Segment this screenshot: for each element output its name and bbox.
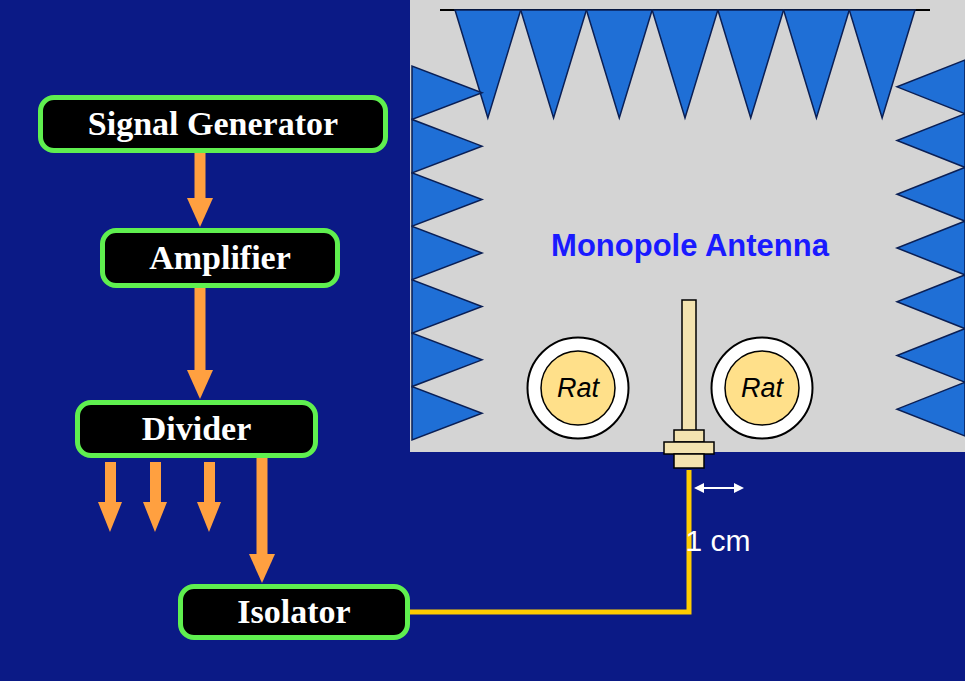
antenna-rod bbox=[682, 300, 696, 440]
rat-label: Rat bbox=[557, 373, 599, 404]
antenna-connector bbox=[674, 454, 704, 468]
box-label: Divider bbox=[142, 410, 252, 448]
rat-holder: Rat bbox=[526, 336, 630, 440]
process-box: Amplifier bbox=[100, 228, 340, 288]
box-label: Amplifier bbox=[149, 239, 291, 277]
divider-outputs bbox=[98, 462, 221, 532]
dimension-arrow bbox=[694, 483, 744, 493]
coax-cable bbox=[410, 470, 689, 612]
signal-arrow bbox=[249, 458, 275, 583]
absorber-cones bbox=[412, 10, 965, 440]
rat-holder: Rat bbox=[710, 336, 814, 440]
process-box: Signal Generator bbox=[38, 95, 388, 153]
box-label: Signal Generator bbox=[88, 105, 338, 143]
antenna-base-plate bbox=[664, 442, 714, 454]
process-box: Divider bbox=[75, 400, 318, 458]
antenna-collar bbox=[674, 430, 704, 442]
rat-label: Rat bbox=[741, 373, 783, 404]
process-box: Isolator bbox=[178, 584, 410, 640]
dimension-label: 1 cm bbox=[685, 524, 750, 558]
anechoic-chamber bbox=[410, 0, 965, 452]
signal-arrow bbox=[187, 153, 213, 227]
box-label: Isolator bbox=[237, 593, 350, 631]
signal-arrow bbox=[187, 288, 213, 399]
antenna-label: Monopole Antenna bbox=[551, 228, 829, 264]
